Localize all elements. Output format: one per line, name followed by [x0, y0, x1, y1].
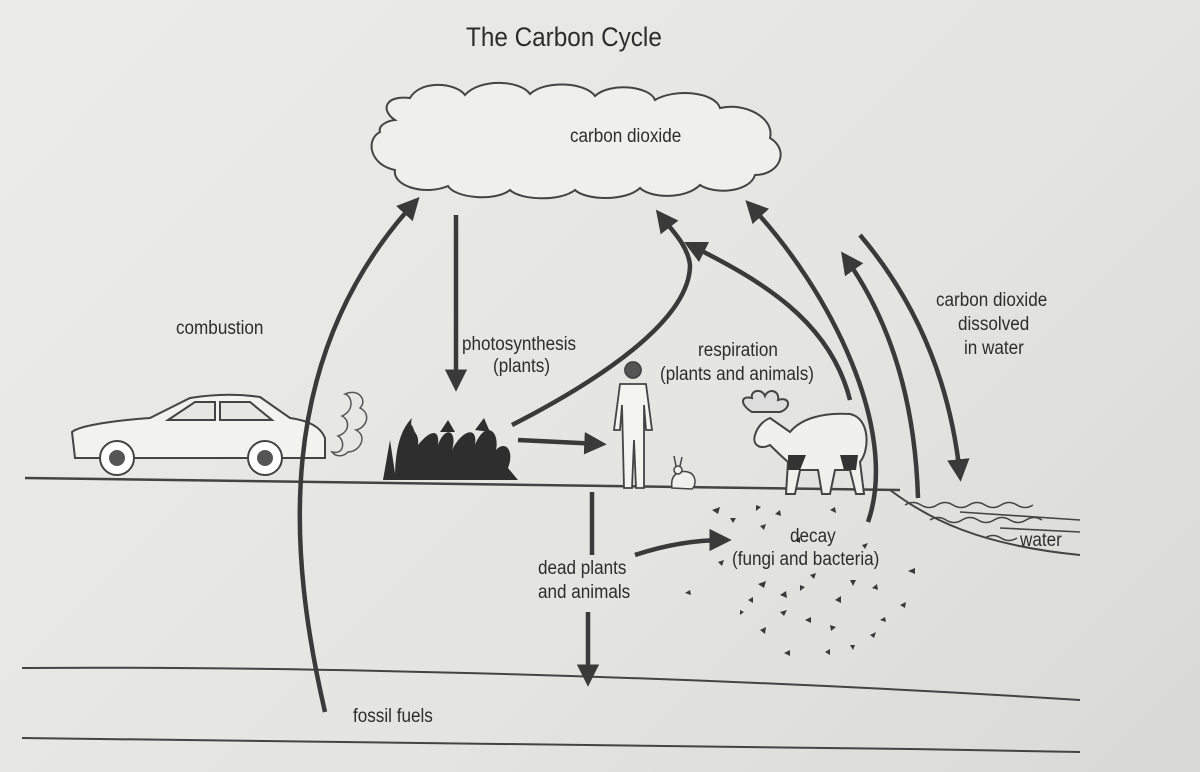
arrow-plants-to-animals: [517, 431, 607, 455]
label-dead-1: dead plants: [538, 558, 627, 579]
label-combustion: combustion: [176, 318, 264, 339]
arrow-dead-to-decay: [634, 528, 732, 558]
exhaust-smoke-icon: [330, 391, 368, 457]
arrow-respiration-to-atmosphere: [683, 241, 853, 401]
label-decay-sub: (fungi and bacteria): [732, 549, 880, 570]
label-respiration-sub: (plants and animals): [660, 364, 814, 385]
label-dead-2: and animals: [538, 582, 631, 603]
arrow-fossil-to-atmosphere: [297, 197, 420, 713]
arrow-decay-to-atmosphere: [745, 200, 879, 523]
decomposer-particles-icon: [685, 505, 915, 656]
label-photosynthesis: photosynthesis: [462, 334, 577, 355]
person-icon: [612, 361, 654, 489]
arrow-water-to-atmosphere: [841, 251, 921, 499]
water-waves-icon: [904, 501, 1081, 542]
label-carbon-dioxide: carbon dioxide: [570, 126, 682, 147]
label-dissolved-1: carbon dioxide: [936, 290, 1048, 311]
label-respiration: respiration: [698, 340, 778, 361]
rabbit-icon: [670, 455, 696, 490]
cloud-icon: [370, 81, 782, 200]
label-photosynthesis-sub: (plants): [493, 356, 551, 377]
ground-line: [24, 476, 901, 492]
shoreline: [889, 489, 1081, 556]
rock-layer-line-2: [21, 737, 1081, 753]
arrow-plants-respiration: [510, 209, 693, 428]
plants-icon: [383, 418, 518, 480]
moose-icon: [742, 390, 868, 495]
diagram-title: The Carbon Cycle: [466, 22, 662, 52]
label-decay: decay: [790, 526, 836, 547]
arrow-atmosphere-to-water: [858, 233, 970, 482]
label-fossil-fuels: fossil fuels: [353, 706, 433, 727]
car-icon: [70, 393, 326, 476]
rock-layer-line-1: [21, 666, 1081, 701]
label-water: water: [1020, 530, 1062, 551]
label-dissolved-2: dissolved: [958, 314, 1030, 335]
label-dissolved-3: in water: [964, 338, 1024, 359]
